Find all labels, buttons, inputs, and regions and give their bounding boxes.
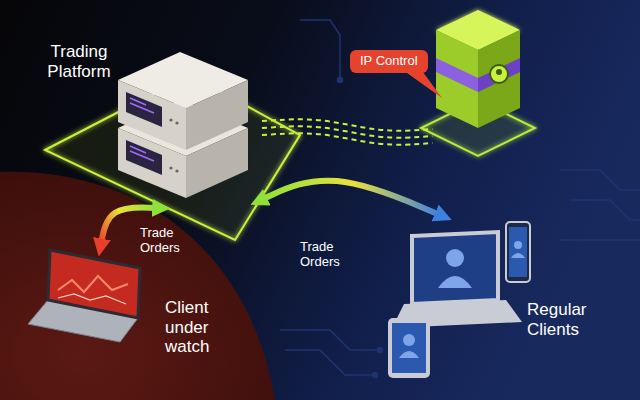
node-title: Client under watch	[165, 298, 229, 357]
circuit-lines	[378, 348, 383, 353]
server-illustration	[169, 166, 172, 169]
client-devices	[438, 276, 472, 288]
client-devices	[388, 318, 430, 378]
server-illustration	[126, 140, 162, 175]
circuit-lines	[300, 20, 340, 80]
firewall-node: IP Control	[345, 8, 535, 136]
client-devices	[514, 241, 522, 249]
order-arrow	[262, 181, 440, 215]
circuit-lines	[338, 78, 343, 83]
client-devices	[399, 351, 419, 358]
server-illustration	[126, 92, 162, 127]
firewall-illustration	[421, 10, 535, 156]
circuit-lines	[373, 373, 378, 378]
circuit-lines	[280, 330, 380, 350]
firewall-illustration	[478, 30, 520, 128]
network-link	[262, 119, 432, 144]
client-node: Client under watch	[38, 244, 248, 372]
server-illustration	[118, 80, 186, 150]
edge-label: Trade Orders	[140, 226, 192, 256]
watched-laptop	[58, 294, 126, 304]
firewall-illustration	[478, 58, 520, 92]
client-devices	[506, 222, 530, 282]
server-illustration	[130, 151, 154, 161]
client-devices	[392, 323, 426, 373]
client-devices	[388, 222, 530, 378]
node-title: Regular Clients	[527, 300, 601, 339]
server-illustration	[130, 103, 154, 113]
circuit-lines	[560, 170, 640, 190]
client-devices	[511, 253, 525, 258]
client-devices	[403, 334, 415, 346]
edge-label: Trade Orders	[300, 240, 352, 270]
watched-laptop	[48, 250, 140, 318]
node-title: Trading Platform	[34, 42, 124, 81]
firewall-illustration	[436, 58, 478, 92]
server-illustration	[175, 169, 178, 172]
firewall-illustration	[496, 69, 502, 75]
client-devices	[446, 249, 464, 267]
server-illustration	[118, 52, 248, 198]
watched-laptop	[58, 276, 128, 292]
callout-label: IP Control	[350, 50, 428, 73]
client-devices	[509, 227, 527, 277]
client-devices	[412, 232, 498, 304]
clients-node: Regular Clients	[385, 215, 610, 380]
server-node: Trading Platform	[30, 38, 262, 208]
circuit-lines	[280, 20, 640, 378]
arrow-line	[262, 181, 440, 215]
circuit-lines	[570, 200, 640, 220]
dashed-line	[262, 119, 432, 130]
dashed-line	[262, 133, 432, 144]
dashed-line	[262, 126, 432, 137]
server-illustration	[175, 121, 178, 124]
server-illustration	[186, 80, 248, 150]
circuit-lines	[560, 239, 640, 241]
firewall-illustration	[436, 30, 478, 128]
watched-laptop	[28, 250, 140, 342]
firewall-illustration	[490, 65, 508, 83]
server-illustration	[169, 118, 172, 121]
circuit-lines	[285, 350, 375, 375]
